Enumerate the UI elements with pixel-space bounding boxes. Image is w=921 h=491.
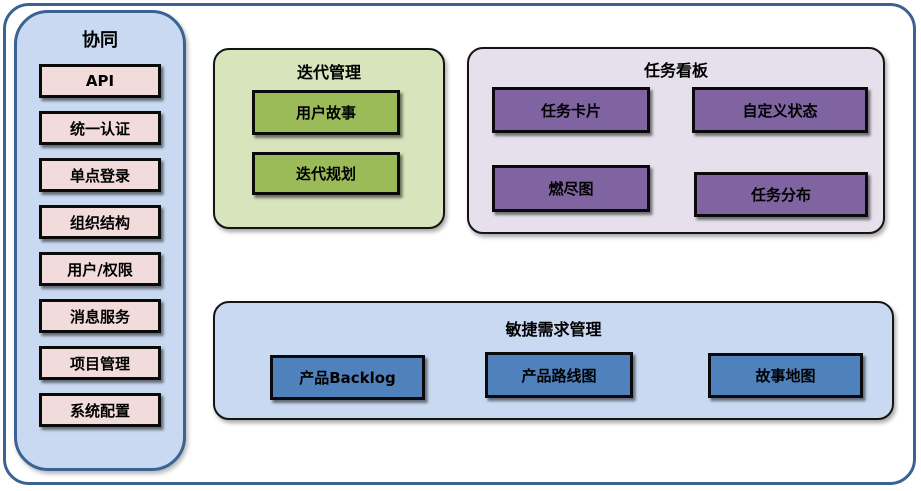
product-backlog-block: 产品Backlog (270, 355, 425, 400)
agile-requirements-title: 敏捷需求管理 (505, 320, 602, 339)
task-board-title: 任务看板 (643, 61, 708, 80)
sidebar-item-unified-auth: 统一认证 (39, 111, 161, 145)
diagram-frame (3, 3, 916, 485)
product-roadmap-block: 产品路线图 (485, 352, 633, 398)
sidebar-item-user-permissions: 用户/权限 (39, 252, 161, 286)
task-card-block: 任务卡片 (492, 87, 650, 133)
iteration-management-title: 迭代管理 (296, 63, 361, 82)
story-map-block: 故事地图 (708, 353, 863, 398)
collaboration-item-list: API 统一认证 单点登录 组织结构 用户/权限 消息服务 项目管理 系统配置 (17, 64, 183, 427)
iteration-management-panel: 迭代管理 用户故事 迭代规划 (213, 48, 445, 229)
collaboration-panel: 协同 API 统一认证 单点登录 组织结构 用户/权限 消息服务 项目管理 系统… (14, 10, 186, 471)
user-story-block: 用户故事 (252, 90, 400, 135)
sidebar-item-api: API (39, 64, 161, 98)
collaboration-panel-title: 协同 (82, 30, 118, 51)
sidebar-item-project-management: 项目管理 (39, 346, 161, 380)
agile-requirements-panel: 敏捷需求管理 产品Backlog 产品路线图 故事地图 (213, 301, 894, 420)
task-board-panel: 任务看板 任务卡片 自定义状态 燃尽图 任务分布 (467, 47, 885, 234)
sidebar-item-system-config: 系统配置 (39, 393, 161, 427)
task-distribution-block: 任务分布 (694, 172, 868, 217)
iteration-planning-block: 迭代规划 (252, 152, 400, 195)
sidebar-item-sso: 单点登录 (39, 158, 161, 192)
sidebar-item-org-structure: 组织结构 (39, 205, 161, 239)
sidebar-item-message-service: 消息服务 (39, 299, 161, 333)
custom-status-block: 自定义状态 (692, 87, 868, 133)
burndown-chart-block: 燃尽图 (492, 165, 650, 212)
